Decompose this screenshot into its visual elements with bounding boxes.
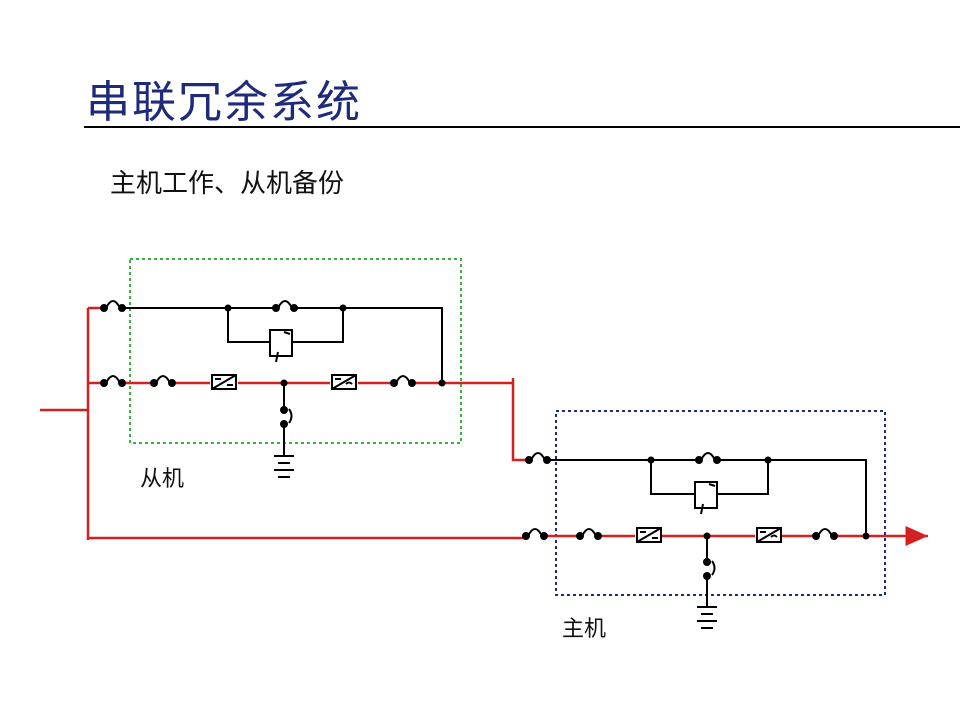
junction-dots (224, 304, 870, 540)
power-lines (40, 306, 928, 540)
bypass-lines (124, 307, 867, 606)
battery-icon (697, 606, 717, 629)
inverter-icon (756, 527, 782, 543)
battery-icon (274, 455, 294, 478)
master-static-loop (650, 460, 769, 495)
breaker-icon (576, 528, 602, 540)
slide-subtitle: 主机工作、从机备份 (110, 169, 345, 199)
slave-output-tie (511, 378, 527, 462)
breaker-icon (695, 452, 721, 464)
breaker-icon (100, 375, 126, 387)
inverter-icon (331, 374, 357, 390)
static-switch-icon (269, 329, 293, 363)
breaker-icon (272, 300, 298, 312)
master-unit-box (555, 410, 886, 596)
title-underline (84, 126, 960, 128)
rectifier-icon (211, 374, 237, 390)
breaker-icon (150, 375, 176, 387)
static-switches (269, 329, 718, 515)
breakers (100, 300, 838, 540)
battery-switches (280, 406, 716, 580)
slave-static-loop (227, 308, 344, 343)
master-unit-label: 主机 (562, 617, 607, 642)
slave-unit-label: 从机 (140, 467, 185, 492)
converters (211, 374, 782, 543)
breaker-icon (522, 528, 548, 540)
breaker-icon (525, 452, 551, 464)
slide-title: 串联冗余系统 (86, 77, 362, 128)
static-switch-icon (694, 481, 718, 515)
breaker-icon (390, 375, 416, 387)
battery-switch-icon (280, 406, 293, 428)
breaker-icon (100, 300, 126, 312)
slave-unit-box (129, 258, 462, 444)
rectifier-icon (636, 527, 662, 543)
battery-switch-icon (703, 558, 716, 580)
breaker-icon (812, 528, 838, 540)
batteries (274, 455, 717, 629)
